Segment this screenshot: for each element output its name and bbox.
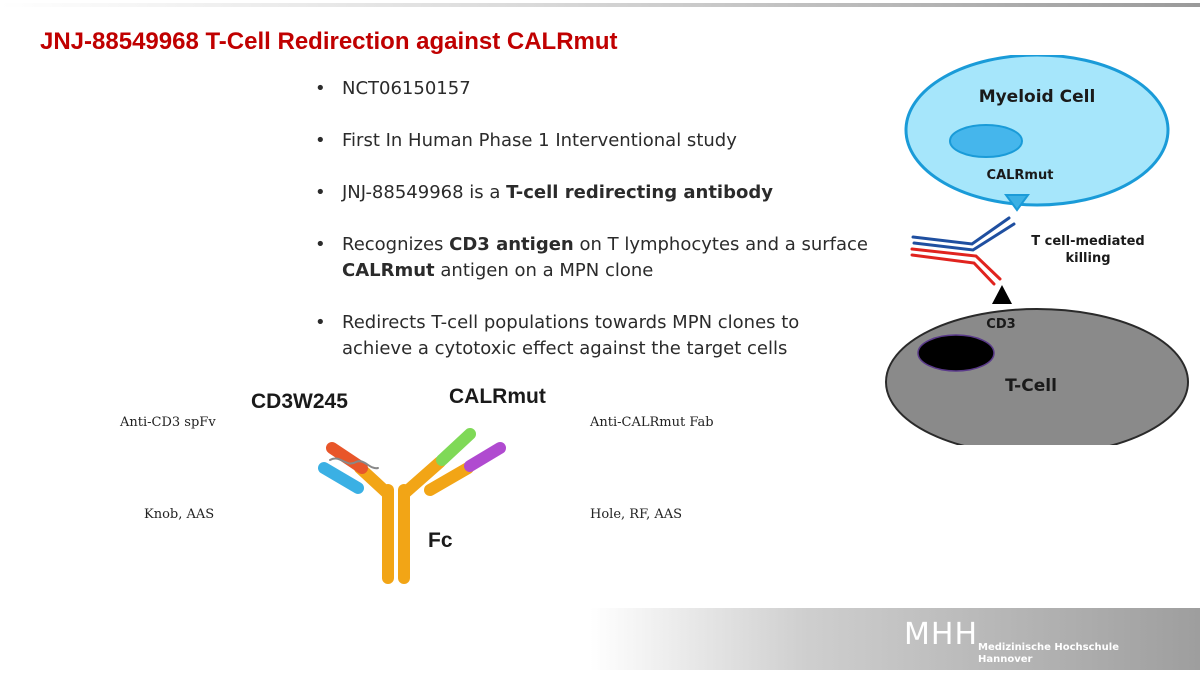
top-gradient-bar xyxy=(0,3,1200,7)
bullet-text: JNJ-88549968 is a xyxy=(342,182,507,203)
bullet-text: on T lymphocytes and a surface xyxy=(573,234,868,255)
anti-calrmut-heavy-tip xyxy=(436,428,476,466)
t-cell-label: T-Cell xyxy=(1005,376,1057,396)
hole-rf-aas-label: Hole, RF, AAS xyxy=(590,507,683,522)
calrmut-antigen-triangle xyxy=(1004,194,1030,212)
t-cell-killing-label-line1: T cell-mediated xyxy=(1031,234,1144,249)
anti-cd3-spfv-label: Anti-CD3 spFv xyxy=(120,415,216,430)
bullet-text: antigen on a MPN clone xyxy=(434,260,654,281)
bullet-list: NCT06150157First In Human Phase 1 Interv… xyxy=(315,76,875,388)
bullet-emphasis: CD3 antigen xyxy=(449,234,574,255)
myeloid-cell xyxy=(904,55,1170,207)
footer-band xyxy=(590,608,1200,670)
bispecific-antibody-illustration xyxy=(318,428,506,584)
bullet-emphasis: CALRmut xyxy=(342,260,435,281)
knob-aas-label: Knob, AAS xyxy=(144,507,215,522)
institution-line-1: Medizinische Hochschule xyxy=(978,642,1119,653)
anti-calrmut-light-tip xyxy=(464,442,506,472)
calrmut-antigen-label: CALRmut xyxy=(987,168,1054,183)
bullet-item: Recognizes CD3 antigen on T lymphocytes … xyxy=(315,232,875,284)
bullet-item: First In Human Phase 1 Interventional st… xyxy=(315,128,875,154)
t-cell-nucleus xyxy=(917,334,995,372)
bullet-text: NCT06150157 xyxy=(342,78,471,99)
bullet-emphasis: T-cell redirecting antibody xyxy=(506,182,773,203)
bullet-text: First In Human Phase 1 Interventional st… xyxy=(342,130,737,151)
anti-cd3-heavy-tip xyxy=(326,442,368,474)
bullet-item: NCT06150157 xyxy=(315,76,875,102)
cd3-antigen-triangle xyxy=(992,285,1012,304)
antibody-blue-chain-outer xyxy=(911,216,1011,246)
institution-line-2: Hannover xyxy=(978,654,1033,665)
mechanism-of-action-diagram: Myeloid Cell CALRmut T-Cell CD3 T cell-m… xyxy=(885,55,1189,445)
anti-calrmut-fab-label: Anti-CALRmut Fab xyxy=(590,415,714,430)
mhh-logo-mark: MHH xyxy=(904,617,979,652)
bullet-item: JNJ-88549968 is a T-cell redirecting ant… xyxy=(315,180,875,206)
myeloid-cell-nucleus xyxy=(949,124,1023,158)
bullet-item: Redirects T-cell populations towards MPN… xyxy=(315,310,875,362)
bullet-text: Redirects T-cell populations towards MPN… xyxy=(342,312,800,359)
cd3w245-label: CD3W245 xyxy=(251,390,348,413)
institution-name: Medizinische Hochschule Hannover xyxy=(978,642,1119,666)
calrmut-title-label: CALRmut xyxy=(449,385,546,408)
t-cell-killing-label-line2: killing xyxy=(1065,251,1110,266)
slide-title: JNJ-88549968 T-Cell Redirection against … xyxy=(40,28,618,55)
spfv-linker xyxy=(329,457,379,470)
antibody-blue-chain-inner xyxy=(912,222,1016,252)
antibody-red-chain-outer xyxy=(910,247,1002,281)
antibody-red-chain-inner xyxy=(910,253,996,286)
anti-calrmut-heavy-segment xyxy=(400,456,446,498)
anti-cd3-light-chain xyxy=(318,462,364,494)
bullet-text: Recognizes xyxy=(342,234,450,255)
myeloid-cell-label: Myeloid Cell xyxy=(979,87,1096,107)
cd3-label: CD3 xyxy=(986,317,1015,332)
fc-label: Fc xyxy=(428,529,453,552)
anti-calrmut-light-segment xyxy=(424,462,474,496)
